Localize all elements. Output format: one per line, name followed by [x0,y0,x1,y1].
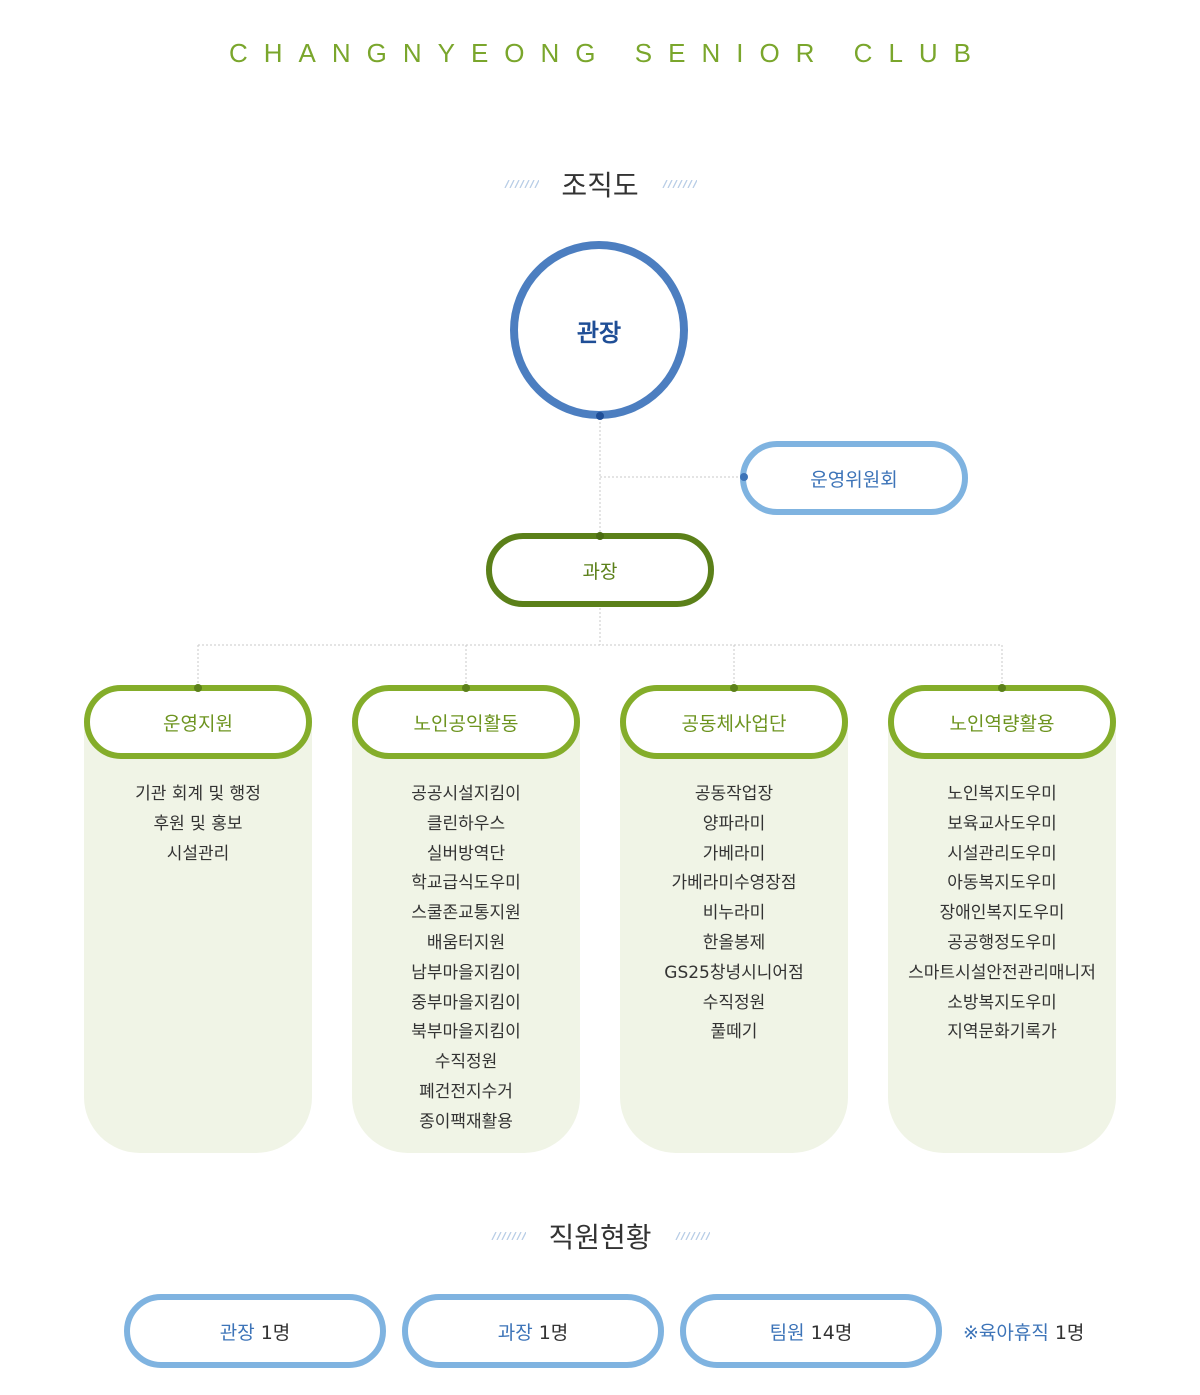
dept-item: 가베라미수영장점 [671,873,797,894]
director-node: 관장 [510,241,688,419]
dept-node-public-activity: 노인공익활동 [352,685,580,759]
dept-item: 풀떼기 [710,1022,758,1043]
dept-item: 수직정원 [702,992,766,1013]
dept-item: 공동작업장 [694,784,774,804]
dept-item: 보육교사도우미 [947,813,1057,834]
staff-count: 1명 [538,1321,569,1344]
dept-panel [888,720,1116,1153]
dept-panel [84,720,312,1153]
dept-item: 소방복지도우미 [947,992,1057,1013]
committee-label: 운영위원회 [810,468,898,491]
dept-item: 학교급식도우미 [411,873,521,894]
dept-item: 후원 및 홍보 [153,813,243,834]
dept-item: 남부마을지킴이 [411,962,521,983]
connector-dot [596,412,604,420]
dept-item: 가베라미 [702,843,766,864]
org-chart-heading: 조직도 [0,164,1200,204]
slash-decoration-icon [503,180,540,188]
connector-dot [462,684,470,692]
staff-count: 1명 [260,1321,291,1344]
dept-item: 한올봉제 [702,932,766,953]
connector-dot [596,532,604,540]
dept-item-list: 기관 회계 및 행정 후원 및 홍보 시설관리 [84,780,312,869]
dept-item-list: 공동작업장 양파라미 가베라미 가베라미수영장점 비누라미 한올봉제 GS25창… [620,780,848,1048]
dept-item: 시설관리 [166,843,230,864]
slash-decoration-icon [661,180,697,188]
manager-node: 과장 [486,533,714,607]
dept-item: 클린하우스 [426,813,506,834]
dept-item: 아동복지도우미 [947,873,1057,894]
connector-dot [730,684,738,692]
staff-heading-text: 직원현황 [548,1221,652,1254]
staff-heading: 직원현황 [0,1216,1200,1256]
dept-item: 공공행정도우미 [947,932,1057,953]
dept-item: 실버방역단 [426,843,506,864]
dept-item: 노인복지도우미 [947,784,1057,804]
dept-item: 중부마을지킴이 [411,992,521,1013]
dept-node-community-business: 공동체사업단 [620,685,848,759]
dept-item: 지역문화기록가 [947,1022,1057,1043]
staff-role-label: 팀원 [769,1321,805,1344]
club-title: CHANGNYEONG SENIOR CLUB [228,38,988,68]
connector-dot [194,684,202,692]
dept-item: 수직정원 [434,1052,498,1073]
dept-item-list: 노인복지도우미 보육교사도우미 시설관리도우미 아동복지도우미 장애인복지도우미… [888,780,1116,1048]
dept-item: 양파라미 [702,813,766,834]
dept-item: 비누라미 [702,903,766,924]
dept-node-capacity: 노인역량활용 [888,685,1116,759]
slash-decoration-icon [490,1232,527,1240]
committee-node: 운영위원회 [740,441,968,515]
dept-label: 운영지원 [163,712,233,735]
dept-item: 폐건전지수거 [419,1081,513,1102]
org-chart-heading-text: 조직도 [561,169,639,202]
dept-item: GS25창녕시니어점 [664,962,804,983]
dept-item: 스마트시설안전관리매니저 [908,962,1096,983]
dept-label: 노인공익활동 [413,712,519,735]
dept-item-list: 공공시설지킴이 클린하우스 실버방역단 학교급식도우미 스쿨존교통지원 배움터지… [352,780,580,1138]
leave-count: 1명 [1054,1322,1085,1344]
staff-member-count: 팀원 14명 [680,1294,942,1368]
dept-item: 공공시설지킴이 [411,784,521,804]
manager-label: 과장 [582,560,618,583]
staff-director-count: 관장 1명 [124,1294,386,1368]
staff-manager-count: 과장 1명 [402,1294,664,1368]
connector-dot [740,473,748,481]
dept-item: 북부마을지킴이 [411,1022,521,1043]
leave-label: ※육아휴직 [963,1322,1049,1344]
dept-item: 스쿨존교통지원 [411,903,521,924]
director-label: 관장 [576,318,622,347]
staff-role-label: 관장 [219,1321,255,1344]
dept-item: 시설관리도우미 [947,843,1057,864]
slash-decoration-icon [674,1232,710,1240]
dept-item: 장애인복지도우미 [939,903,1065,924]
staff-count: 14명 [810,1321,853,1344]
dept-item: 종이팩재활용 [419,1111,513,1132]
dept-node-operations: 운영지원 [84,685,312,759]
dept-panel [352,720,580,1153]
dept-item: 배움터지원 [426,932,506,953]
dept-panel [620,720,848,1153]
dept-label: 노인역량활용 [949,712,1055,735]
dept-item: 기관 회계 및 행정 [135,784,261,804]
staff-role-label: 과장 [497,1321,533,1344]
connector-dot [998,684,1006,692]
dept-label: 공동체사업단 [681,712,787,735]
